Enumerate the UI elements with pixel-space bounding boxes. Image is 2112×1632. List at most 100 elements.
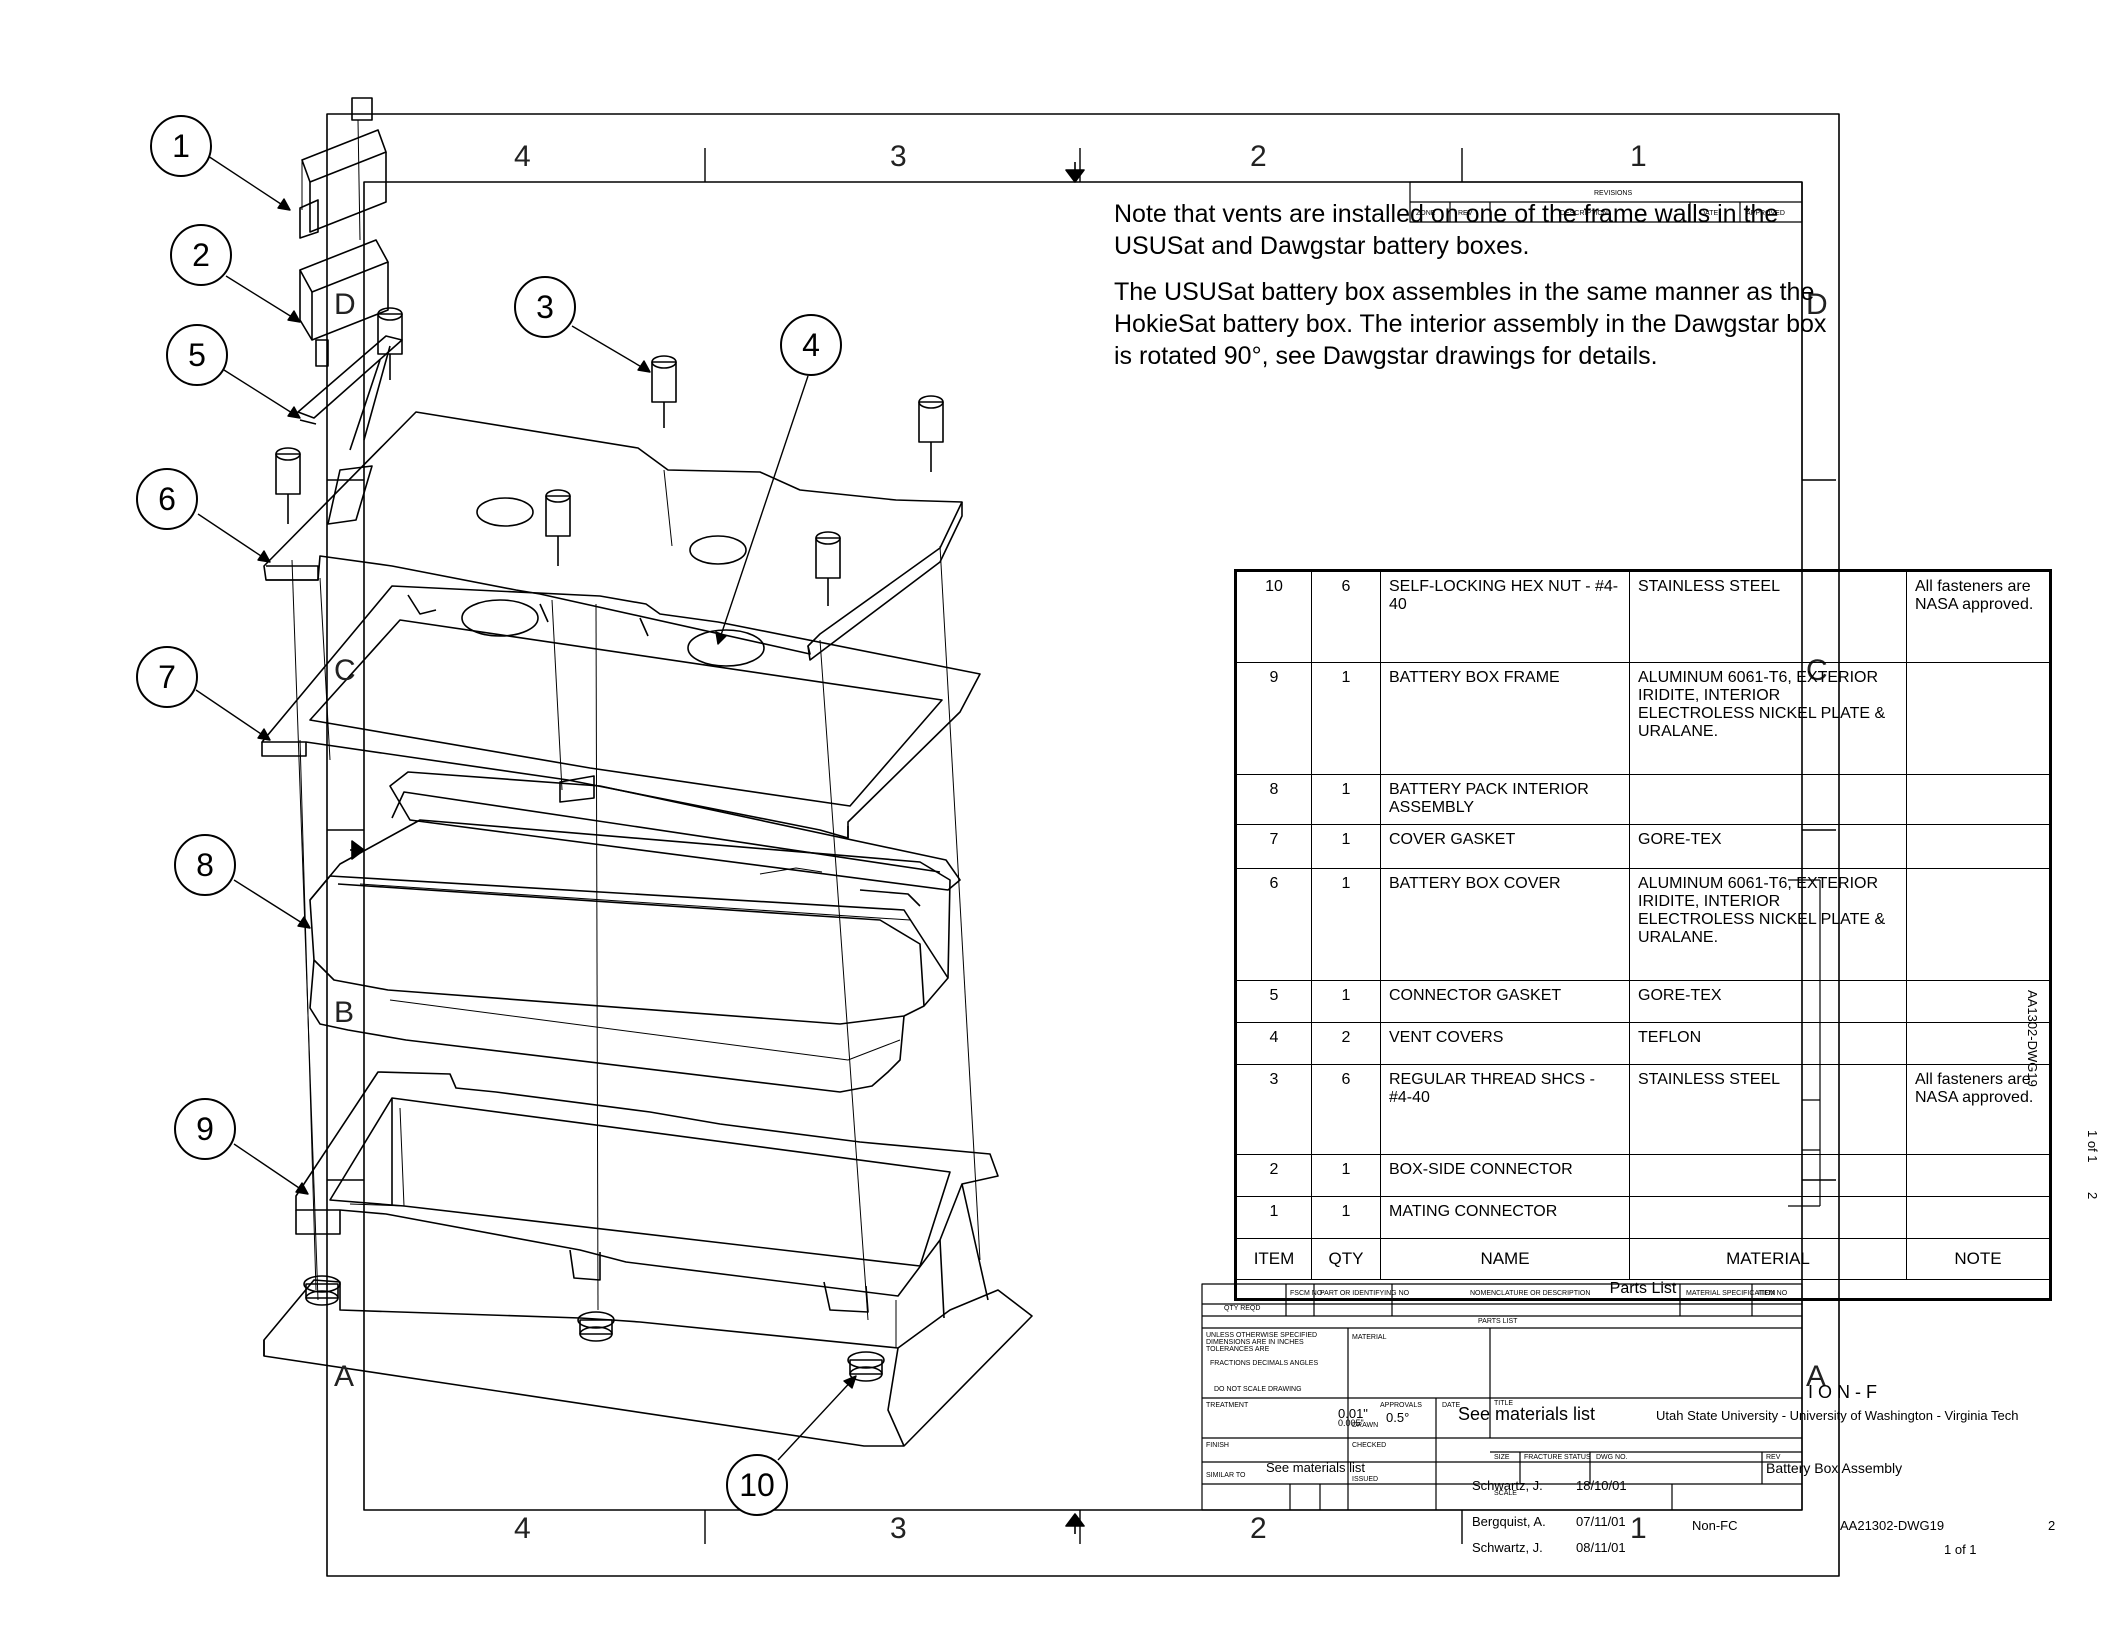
battery-pack-interior-assembly bbox=[309, 771, 961, 1093]
lbl-dwg-no: DWG NO. bbox=[1596, 1454, 1628, 1461]
cell-material bbox=[1629, 1154, 1907, 1197]
cell-name: BATTERY BOX COVER bbox=[1380, 868, 1630, 981]
rev-hdr-desc: DESCRIPTION bbox=[1560, 210, 1608, 217]
assembly-axis-lines bbox=[291, 469, 981, 1321]
zone-row-b-left: B bbox=[334, 996, 355, 1029]
cell-material: ALUMINUM 6061-T6, EXTERIOR IRIDITE, INTE… bbox=[1629, 868, 1907, 981]
screw-e bbox=[815, 531, 841, 606]
cell-material: GORE-TEX bbox=[1629, 824, 1907, 869]
note-assembly: The USUSat battery box assembles in the … bbox=[1114, 278, 1827, 370]
center-arrow-top bbox=[1065, 162, 1085, 183]
cell-qty: 1 bbox=[1311, 1154, 1381, 1197]
cell-name: BOX-SIDE CONNECTOR bbox=[1380, 1154, 1630, 1197]
zone-row-c-left: C bbox=[334, 654, 356, 687]
lbl-size: SIZE bbox=[1494, 1454, 1510, 1461]
zone-row-d-left: D bbox=[334, 288, 356, 321]
table-header-row: ITEM QTY NAME MATERIAL NOTE bbox=[1235, 1238, 2051, 1280]
table-row: 3 6 REGULAR THREAD SHCS - #4-40 STAINLES… bbox=[1235, 1064, 2051, 1155]
cell-name: CONNECTOR GASKET bbox=[1380, 980, 1630, 1023]
rev-hdr-approved: APPROVED bbox=[1746, 210, 1785, 217]
cell-material: STAINLESS STEEL bbox=[1629, 570, 1907, 663]
cell-qty: 2 bbox=[1311, 1022, 1381, 1065]
callout-8: 8 bbox=[174, 834, 236, 896]
cell-name: MATING CONNECTOR bbox=[1380, 1196, 1630, 1239]
lbl-material-spec: MATERIAL SPECIFICATION bbox=[1686, 1290, 1776, 1297]
materials-ref: See materials list bbox=[1458, 1404, 1596, 1424]
zone-row-a-left: A bbox=[334, 1360, 355, 1393]
header-material: MATERIAL bbox=[1629, 1238, 1907, 1280]
cell-item: 2 bbox=[1235, 1154, 1312, 1197]
cell-item: 10 bbox=[1235, 570, 1312, 663]
fracture-status: Non-FC bbox=[1692, 1518, 1738, 1533]
table-row: 7 1 COVER GASKET GORE-TEX bbox=[1235, 824, 2051, 869]
cell-material: STAINLESS STEEL bbox=[1629, 1064, 1907, 1155]
revisions-label: REVISIONS bbox=[1594, 190, 1633, 197]
zone-row-d-right: D bbox=[1806, 288, 1828, 321]
lbl-approvals: APPROVALS bbox=[1380, 1402, 1422, 1409]
cell-name: REGULAR THREAD SHCS - #4-40 bbox=[1380, 1064, 1630, 1155]
cell-note bbox=[1906, 1022, 2051, 1065]
callout-7: 7 bbox=[136, 646, 198, 708]
table-row: 6 1 BATTERY BOX COVER ALUMINUM 6061-T6, … bbox=[1235, 868, 2051, 981]
cell-item: 8 bbox=[1235, 774, 1312, 825]
lbl-fractions: FRACTIONS DECIMALS ANGLES bbox=[1210, 1360, 1319, 1367]
cell-material: GORE-TEX bbox=[1629, 980, 1907, 1023]
table-row: 5 1 CONNECTOR GASKET GORE-TEX bbox=[1235, 980, 2051, 1023]
center-arrow-bottom bbox=[1065, 1513, 1085, 1534]
header-note: NOTE bbox=[1906, 1238, 2051, 1280]
callout-1: 1 bbox=[150, 115, 212, 177]
lbl-checked: CHECKED bbox=[1352, 1442, 1387, 1449]
cell-qty: 1 bbox=[1311, 662, 1381, 775]
zone-col-1-top: 1 bbox=[1630, 140, 1647, 173]
screw-c bbox=[275, 447, 301, 524]
screw-a bbox=[651, 355, 677, 428]
callout-2: 2 bbox=[170, 224, 232, 286]
cell-note bbox=[1906, 868, 2051, 981]
lbl-similar-to: SIMILAR TO bbox=[1206, 1472, 1246, 1479]
cell-material: ALUMINUM 6061-T6, EXTERIOR IRIDITE, INTE… bbox=[1629, 662, 1907, 775]
table-row: 9 1 BATTERY BOX FRAME ALUMINUM 6061-T6, … bbox=[1235, 662, 2051, 775]
cell-name: COVER GASKET bbox=[1380, 824, 1630, 869]
cell-name: SELF-LOCKING HEX NUT - #4-40 bbox=[1380, 570, 1630, 663]
cell-qty: 1 bbox=[1311, 868, 1381, 981]
lbl-date: DATE bbox=[1442, 1402, 1461, 1409]
callout-3: 3 bbox=[514, 276, 576, 338]
sig-date-3: 08/11/01 bbox=[1576, 1540, 1626, 1555]
table-row: 1 1 MATING CONNECTOR bbox=[1235, 1196, 2051, 1239]
header-name: NAME bbox=[1380, 1238, 1630, 1280]
cell-item: 3 bbox=[1235, 1064, 1312, 1155]
battery-box-frame bbox=[263, 1071, 1033, 1447]
drawing-title: Battery Box Assembly bbox=[1766, 1460, 1903, 1476]
tolerance-angle: 0.5° bbox=[1386, 1410, 1410, 1425]
lbl-material: MATERIAL bbox=[1352, 1334, 1387, 1341]
lbl-item-no: ITEM NO bbox=[1758, 1290, 1788, 1297]
zone-col-3-top: 3 bbox=[890, 140, 907, 173]
header-item: ITEM bbox=[1235, 1238, 1312, 1280]
side-sheet-number: 1 of 1 bbox=[2085, 1130, 2100, 1163]
cell-name: BATTERY PACK INTERIOR ASSEMBLY bbox=[1380, 774, 1630, 825]
box-side-connector bbox=[299, 239, 389, 367]
lbl-qty-reqd: QTY REQD bbox=[1224, 1305, 1261, 1312]
lbl-scale: SCALE bbox=[1494, 1490, 1517, 1497]
cell-note bbox=[1906, 662, 2051, 775]
battery-box-cover bbox=[263, 411, 963, 661]
note-vents: Note that vents are installed on one of … bbox=[1114, 200, 1779, 260]
title-block-lines bbox=[1201, 1283, 1803, 1511]
cell-name: VENT COVERS bbox=[1380, 1022, 1630, 1065]
cell-material: TEFLON bbox=[1629, 1022, 1907, 1065]
lbl-fracture: FRACTURE STATUS bbox=[1524, 1454, 1591, 1461]
rev-hdr-date: DATE bbox=[1700, 210, 1719, 217]
rev-hdr-rev: REV bbox=[1458, 210, 1473, 217]
callout-10: 10 bbox=[726, 1454, 788, 1516]
table-row: 10 6 SELF-LOCKING HEX NUT - #4-40 STAINL… bbox=[1235, 570, 2051, 663]
lbl-dont-scale: DO NOT SCALE DRAWING bbox=[1214, 1386, 1302, 1393]
callout-6: 6 bbox=[136, 468, 198, 530]
screw-b bbox=[918, 395, 944, 472]
table-row: 4 2 VENT COVERS TEFLON bbox=[1235, 1022, 2051, 1065]
cell-item: 4 bbox=[1235, 1022, 1312, 1065]
zone-col-4-top: 4 bbox=[514, 140, 531, 173]
table-caption-row: Parts List bbox=[1235, 1279, 2051, 1300]
cell-name: BATTERY BOX FRAME bbox=[1380, 662, 1630, 775]
table-row: 8 1 BATTERY PACK INTERIOR ASSEMBLY bbox=[1235, 774, 2051, 825]
